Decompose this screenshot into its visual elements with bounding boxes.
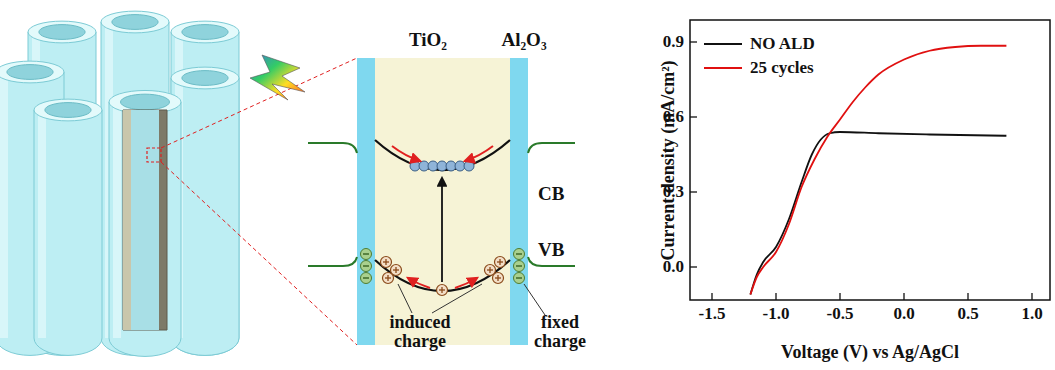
hole bbox=[437, 285, 448, 296]
layer-label: TiO₂ bbox=[409, 30, 447, 50]
fixed-charge bbox=[514, 261, 525, 272]
tick-label: -0.5 bbox=[827, 305, 854, 323]
hole bbox=[493, 273, 504, 284]
tick-label: -1.5 bbox=[699, 305, 726, 323]
charge-label: fixed charge bbox=[524, 313, 596, 351]
legend-sample bbox=[704, 43, 742, 45]
fixed-charge bbox=[361, 273, 372, 284]
fixed-charge bbox=[361, 261, 372, 272]
fixed-charge bbox=[514, 273, 525, 284]
band-label: CB bbox=[538, 184, 564, 204]
fixed-charge bbox=[514, 249, 525, 260]
nanotube bbox=[109, 90, 181, 356]
legend-text: NO ALD bbox=[750, 35, 815, 53]
layer-label: Al₂O₃ bbox=[501, 30, 546, 50]
hole bbox=[383, 273, 394, 284]
light-bolt bbox=[250, 55, 305, 100]
charge-label: induced charge bbox=[379, 313, 461, 351]
nanotube bbox=[34, 99, 102, 355]
tick-label: 1.0 bbox=[1021, 305, 1042, 323]
legend-text: 25 cycles bbox=[750, 59, 814, 77]
tick-label: 0.6 bbox=[663, 108, 684, 126]
hole bbox=[495, 257, 506, 268]
curve-no-ald bbox=[750, 132, 1006, 295]
fixed-charge bbox=[361, 249, 372, 260]
tick-label: 0.3 bbox=[663, 183, 684, 201]
zoom-lines bbox=[147, 58, 357, 345]
axis-title: Voltage (V) vs Ag/AgCl bbox=[781, 343, 959, 362]
chart bbox=[690, 20, 1050, 300]
band-diagram bbox=[308, 58, 575, 345]
band-label: VB bbox=[538, 240, 564, 260]
hole bbox=[381, 257, 392, 268]
tick-label: -1.0 bbox=[763, 305, 790, 323]
tick-label: 0.9 bbox=[663, 33, 684, 51]
legend-sample bbox=[704, 67, 742, 69]
nanotube-array bbox=[0, 11, 239, 356]
tick-label: 0.0 bbox=[893, 305, 914, 323]
tick-label: 0.0 bbox=[663, 258, 684, 276]
curve-25-cycles bbox=[750, 46, 1006, 295]
electron bbox=[464, 161, 474, 171]
tick-label: 0.5 bbox=[957, 305, 978, 323]
axis-title: Current density (mA/cm²) bbox=[659, 60, 678, 260]
